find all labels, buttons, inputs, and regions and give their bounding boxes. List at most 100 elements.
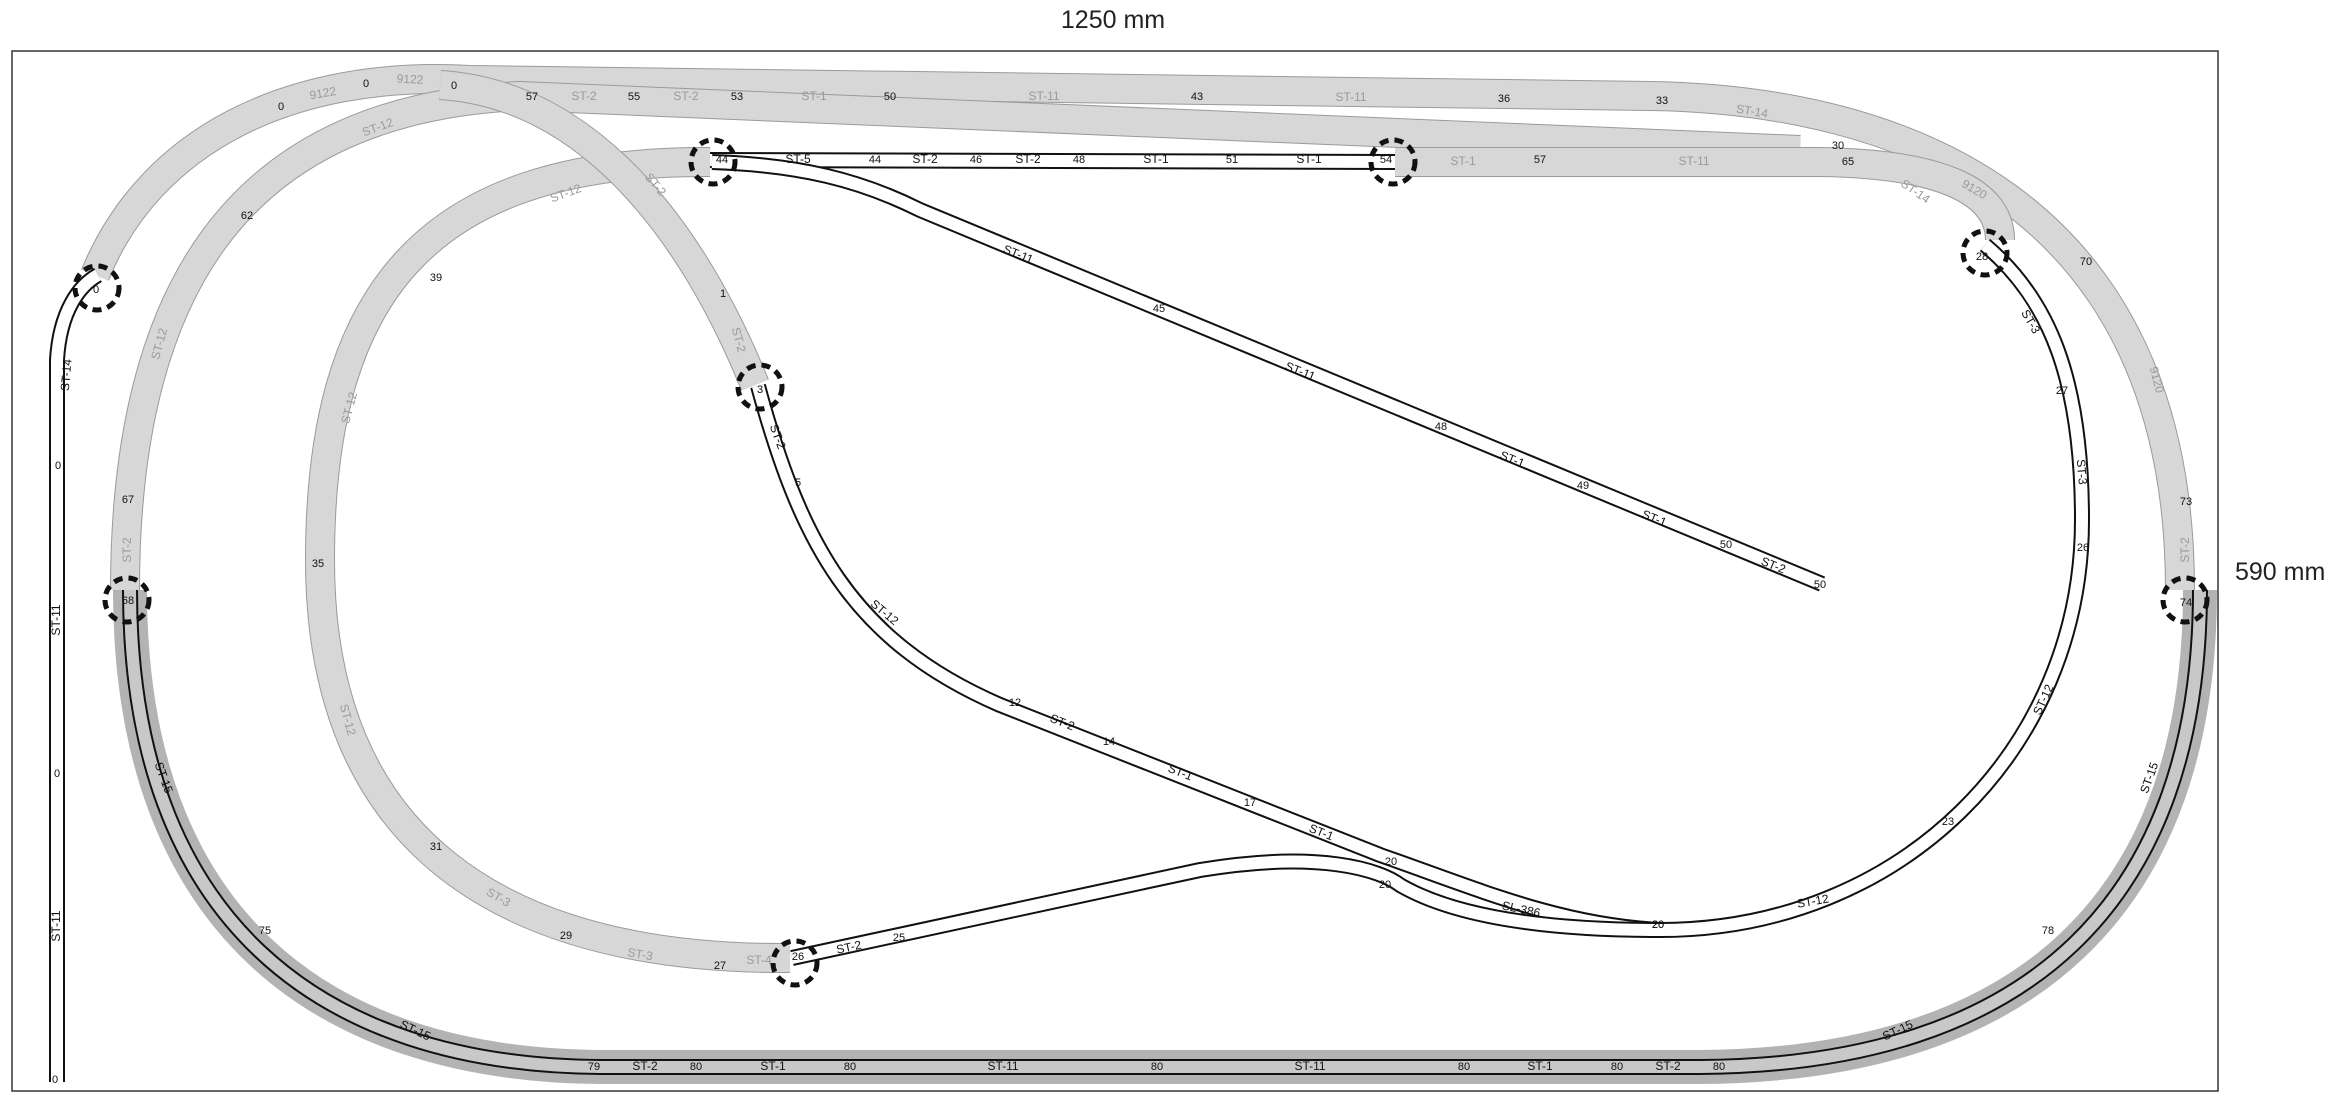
- turnout-joint-icon: [2160, 575, 2210, 625]
- height-label: 67: [122, 494, 134, 506]
- track-label: ST-4: [746, 953, 772, 967]
- main-line-tracks: [49, 152, 2091, 1082]
- height-label: 70: [2080, 256, 2092, 268]
- track-label: ST-11: [1335, 90, 1366, 104]
- height-label: 57: [1534, 154, 1546, 166]
- height-label: 80: [1151, 1061, 1163, 1073]
- track-left-spur: [49, 268, 103, 1082]
- track-label: ST-1: [1143, 152, 1169, 166]
- track-label: ST-1: [1450, 154, 1476, 168]
- height-label: 74: [2180, 597, 2192, 609]
- height-label: 26: [2077, 542, 2089, 554]
- height-label: 36: [1498, 93, 1510, 105]
- height-label: 1: [720, 288, 726, 300]
- height-label: 44: [869, 154, 881, 166]
- height-label: 5: [795, 477, 801, 489]
- height-label: 25: [893, 932, 905, 944]
- turnout-joint-icon: [688, 137, 738, 187]
- height-label: 27: [2056, 385, 2068, 397]
- height-label: 20: [1385, 856, 1397, 868]
- track-label: ST-2: [673, 89, 699, 103]
- height-label: 20: [1379, 879, 1391, 891]
- height-label: 50: [884, 91, 896, 103]
- track-label: ST-2: [912, 152, 938, 166]
- height-label: 0: [278, 101, 284, 113]
- height-label: 0: [52, 1074, 58, 1086]
- upper-deck-tracks: [81, 64, 2195, 974]
- height-label: 48: [1073, 154, 1085, 166]
- height-label: 20: [1652, 919, 1664, 931]
- height-label: 0: [451, 80, 457, 92]
- turnout-joint-icon: [770, 938, 820, 988]
- height-label: 33: [1656, 95, 1668, 107]
- height-label: 35: [312, 558, 324, 570]
- height-label: 65: [1842, 156, 1854, 168]
- turnout-joint-icon: [72, 263, 122, 313]
- height-label: 80: [1458, 1061, 1470, 1073]
- height-label: 29: [560, 930, 572, 942]
- track-label: ST-12: [1796, 891, 1830, 910]
- height-label: 68: [122, 595, 134, 607]
- track-label: ST-11: [49, 604, 63, 635]
- track-label: ST-2: [1655, 1059, 1681, 1073]
- height-label: 26: [792, 951, 804, 963]
- turnout-joint-icon: [735, 362, 785, 412]
- height-label: 27: [714, 960, 726, 972]
- lower-deck-loop: [113, 589, 2217, 1084]
- turnout-joint-icon: [102, 575, 152, 625]
- track-label: 9122: [308, 84, 337, 102]
- track-label: ST-2: [729, 326, 749, 354]
- turnout-joint-icon: [1368, 137, 1418, 187]
- height-label: 57: [526, 91, 538, 103]
- height-label: 73: [2180, 496, 2192, 508]
- height-label: 53: [731, 91, 743, 103]
- track-label: ST-3: [626, 945, 654, 963]
- height-label: 46: [970, 154, 982, 166]
- height-label: 0: [93, 284, 99, 296]
- track-label: ST-2: [835, 938, 863, 957]
- height-label: 78: [2042, 925, 2054, 937]
- height-label: 0: [363, 78, 369, 90]
- turnout-joint-icon: [1960, 228, 2010, 278]
- track-label: 9120: [2147, 365, 2168, 395]
- track-label: ST-1: [1527, 1059, 1553, 1073]
- height-label: 43: [1191, 91, 1203, 103]
- height-label: 80: [1713, 1061, 1725, 1073]
- height-label: 39: [430, 272, 442, 284]
- height-label: 0: [54, 768, 60, 780]
- height-label: 80: [690, 1061, 702, 1073]
- height-label: 79: [588, 1061, 600, 1073]
- height-labels: 0 0 0 57 55 53 50 43 36 33 30 65 70 73 6…: [52, 78, 2192, 1086]
- height-label: 54: [1380, 154, 1392, 166]
- height-label: 17: [1244, 797, 1256, 809]
- track-diagonal-descent: [438, 70, 769, 391]
- height-label: 45: [1153, 303, 1165, 315]
- track-label: ST-2: [2178, 537, 2192, 563]
- height-label: 50: [1720, 539, 1732, 551]
- height-label: 31: [430, 841, 442, 853]
- track-piece-labels: 9122 9122 ST-2 ST-2 ST-1 ST-11 ST-11 ST-…: [49, 71, 2192, 1073]
- track-label: ST-2: [1759, 554, 1788, 577]
- height-label: 3: [757, 384, 763, 396]
- track-label: ST-2: [571, 89, 597, 103]
- track-label: ST-14: [58, 358, 75, 391]
- height-label: 44: [716, 154, 728, 166]
- height-label: 23: [1942, 816, 1954, 828]
- height-label: 80: [844, 1061, 856, 1073]
- track-label: ST-14: [1735, 102, 1769, 121]
- track-label: ST-5: [785, 152, 811, 166]
- track-label: ST-11: [1028, 89, 1059, 103]
- baseboard-outline: [11, 50, 2219, 1092]
- height-label: 14: [1103, 736, 1115, 748]
- height-label: 48: [1435, 421, 1447, 433]
- height-label: 12: [1009, 697, 1021, 709]
- height-label: 75: [259, 925, 271, 937]
- track-label: ST-3: [2074, 459, 2090, 486]
- height-label: 51: [1226, 154, 1238, 166]
- track-label: ST-11: [1294, 1059, 1325, 1073]
- width-dimension: 1250 mm: [1061, 6, 1165, 34]
- height-label: 62: [241, 210, 253, 222]
- height-label: 55: [628, 91, 640, 103]
- track-label: ST-2: [1015, 152, 1041, 166]
